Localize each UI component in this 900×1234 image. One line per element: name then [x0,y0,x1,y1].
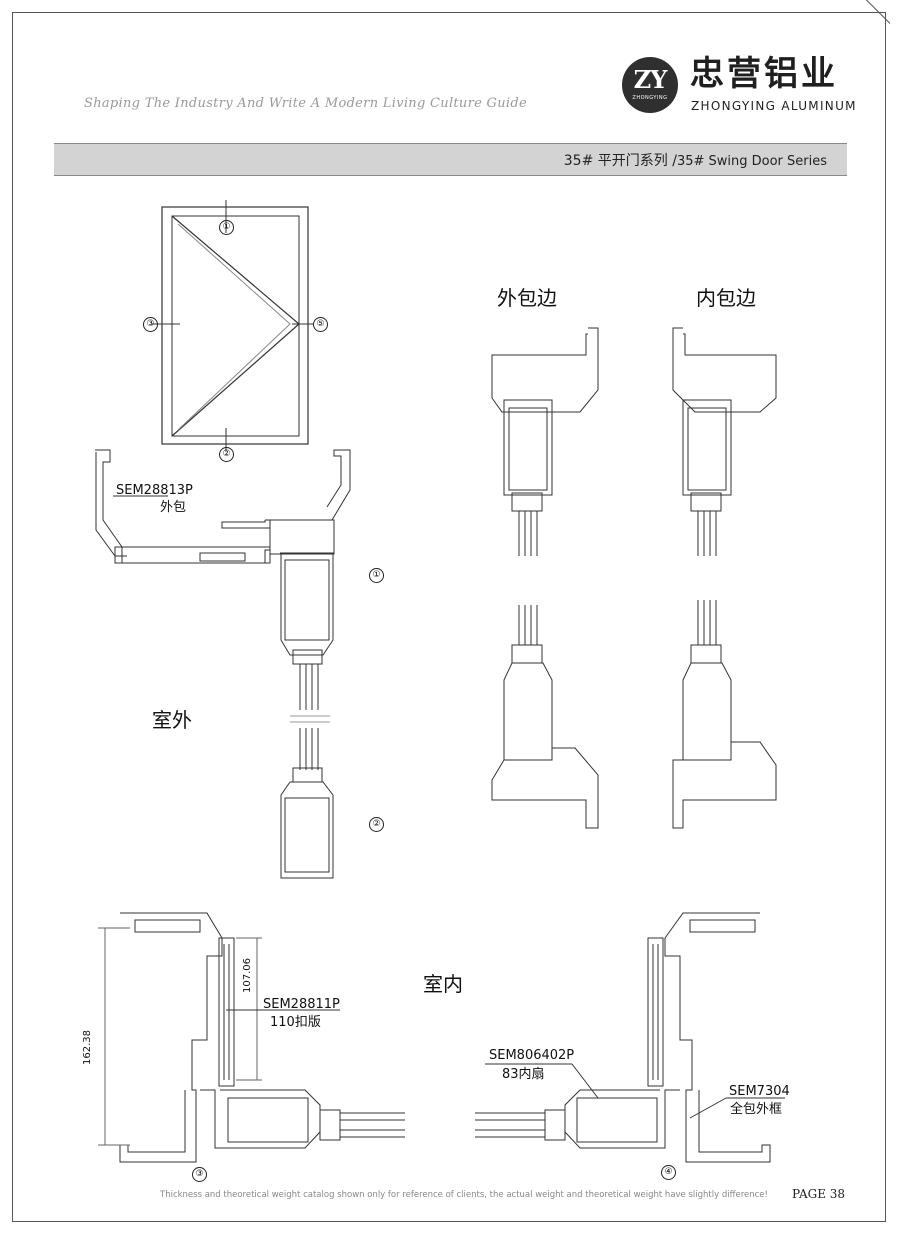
section-bottom-left [98,912,405,1163]
logo-monogram: ZY [633,65,668,94]
section-inner-wrap-pair [672,327,777,829]
part-desc-sem7304: 全包外框 [730,1102,783,1117]
series-title: 35# 平开门系列 /35# Swing Door Series [564,150,827,170]
marker-2-section: ② [369,817,384,832]
outer-wrap-title: 外包边 [497,286,557,310]
marker-3-section: ③ [192,1167,207,1182]
section-sash-vertical [280,552,334,879]
marker-1-section: ① [369,568,384,583]
section-bottom-right [475,912,785,1163]
page-frame [12,0,891,1222]
brand-name-cn: 忠营铝业 [690,54,838,94]
part-code-sem28813p: SEM28813P [116,483,193,498]
outdoor-label: 室外 [152,708,192,732]
brand-logo-icon: ZY ZHONGYING [622,57,678,113]
series-title-en: 35# Swing Door Series [676,154,827,169]
section-outer-wrap-pair [491,327,599,829]
series-title-bar: 35# 平开门系列 /35# Swing Door Series [54,143,847,176]
dimension-height-total: 162.38 [82,1030,93,1065]
section-outer-wrap-horizontal [95,449,351,564]
marker-5-elevation: ⑤ [313,317,328,332]
inner-wrap-title: 内包边 [696,286,756,310]
tagline: Shaping The Industry And Write A Modern … [84,96,527,111]
part-code-sem806402p: SEM806402P [489,1048,575,1063]
indoor-label: 室内 [423,972,463,996]
part-desc-sem28813p: 外包 [160,500,187,515]
marker-2-elevation: ② [219,447,234,462]
series-title-cn: 35# 平开门系列 / [563,153,677,169]
marker-1-elevation: ① [219,220,234,235]
part-desc-sem28811p: 110扣版 [270,1015,321,1030]
brand-name-en: ZHONGYING ALUMINUM [691,99,857,113]
part-code-sem28811p: SEM28811P [263,997,340,1012]
marker-3-elevation: ③ [143,317,158,332]
footer-disclaimer: Thickness and theoretical weight catalog… [160,1190,768,1200]
logo-small-text: ZHONGYING [632,95,668,101]
part-desc-sem806402p: 83内扇 [502,1067,545,1082]
door-elevation [152,200,314,451]
page-number: PAGE 38 [792,1187,846,1201]
dimension-height-inner: 107.06 [242,958,253,993]
page-corner-fold [855,0,891,43]
part-code-sem7304: SEM7304 [729,1084,790,1099]
marker-4-section: ④ [661,1165,676,1180]
